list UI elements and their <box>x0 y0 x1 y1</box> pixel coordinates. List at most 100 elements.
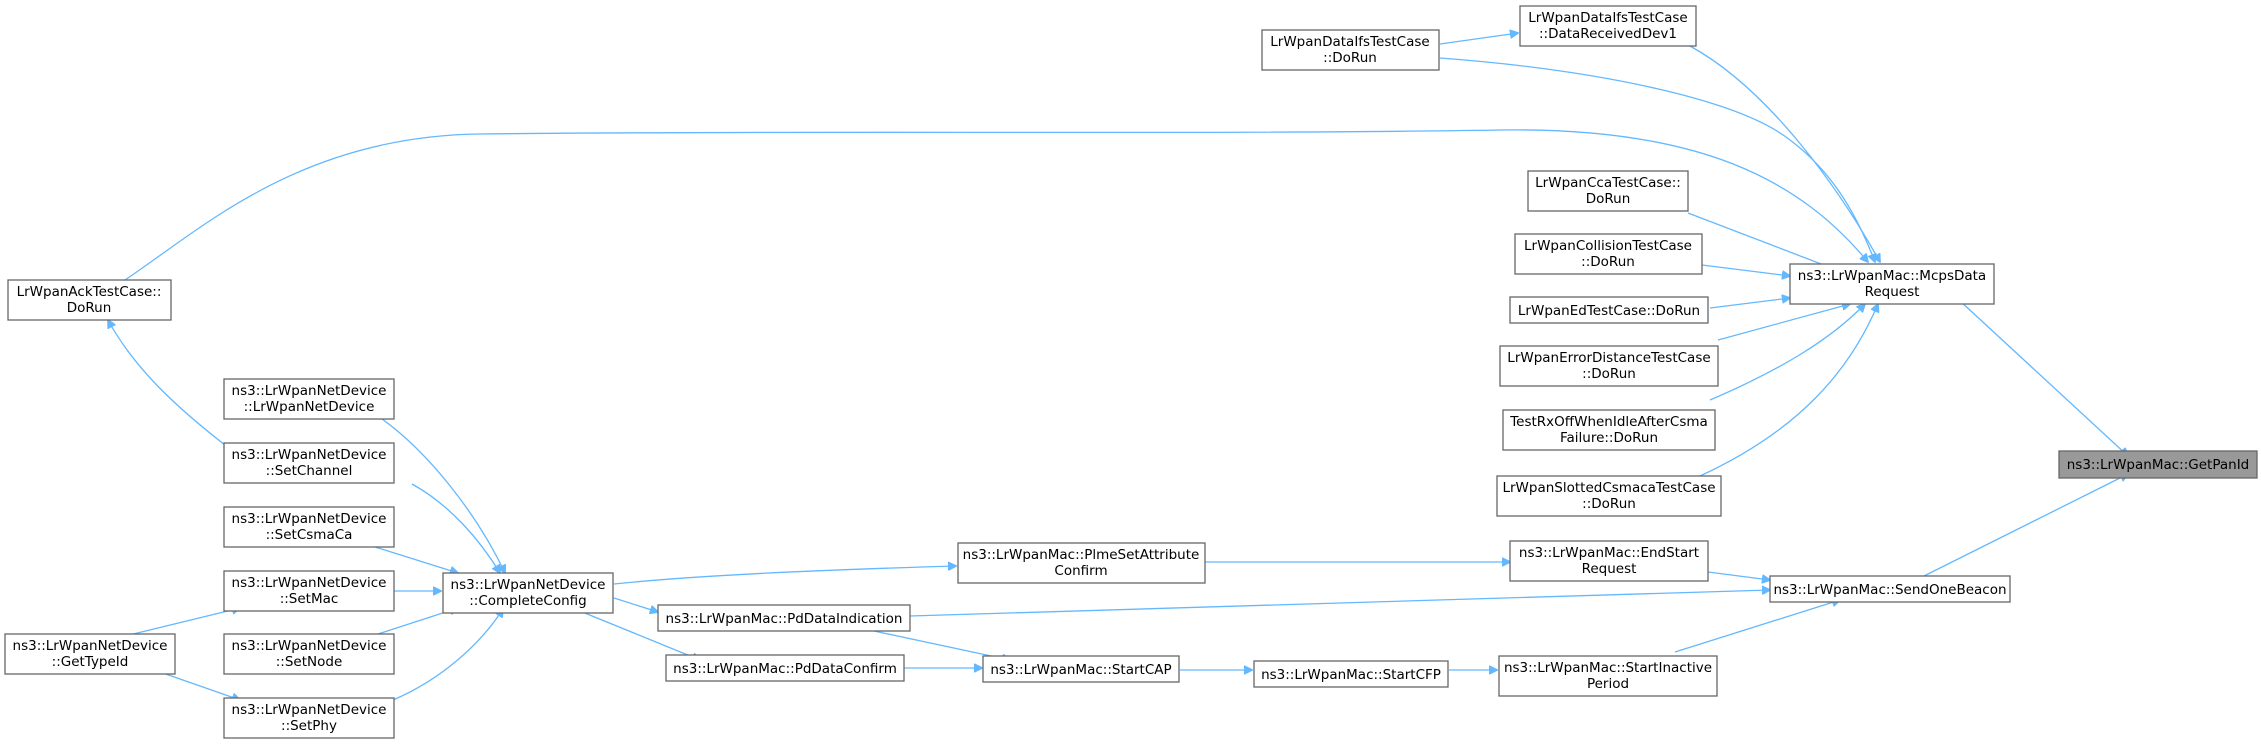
edge-errordistance-dorun-to-mcpsdatarequest <box>1717 304 1850 341</box>
node-setcsmaca-label-2: ::SetCsmaCa <box>266 527 353 543</box>
node-plmesetattr-label-2: Confirm <box>1054 563 1107 579</box>
node-setnode-label-1: ns3::LrWpanNetDevice <box>232 638 387 654</box>
node-completeconfig[interactable]: ns3::LrWpanNetDevice ::CompleteConfig <box>442 572 614 614</box>
node-gettypeid[interactable]: ns3::LrWpanNetDevice ::GetTypeId <box>4 633 176 675</box>
node-slotted-dorun-label-2: ::DoRun <box>1582 496 1636 512</box>
node-mcpsdatarequest-label-2: Request <box>1865 284 1920 300</box>
edge-gettypeid-to-setmac <box>124 608 240 637</box>
edge-dataifs-datareceived-to-mcpsdatarequest <box>1689 45 1880 262</box>
node-cca-dorun[interactable]: LrWpanCcaTestCase:: DoRun <box>1527 170 1689 212</box>
edges-layer <box>108 33 2128 700</box>
node-errordistance-dorun[interactable]: LrWpanErrorDistanceTestCase ::DoRun <box>1499 345 1719 387</box>
node-dataifs-datareceived[interactable]: LrWpanDataIfsTestCase ::DataReceivedDev1 <box>1519 5 1697 47</box>
node-slotted-dorun-label-1: LrWpanSlottedCsmacaTestCase <box>1502 480 1715 496</box>
edge-setchannel-to-completeconfig <box>411 483 500 573</box>
node-startcap-label-1: ns3::LrWpanMac::StartCAP <box>990 662 1171 678</box>
node-rxoff-dorun[interactable]: TestRxOffWhenIdleAfterCsma Failure::DoRu… <box>1502 409 1716 451</box>
node-dataifs-datareceived-label-1: LrWpanDataIfsTestCase <box>1528 10 1687 26</box>
node-netdevice-ctor-label-2: ::LrWpanNetDevice <box>244 399 375 415</box>
edge-collision-dorun-to-mcpsdatarequest <box>1701 264 1790 276</box>
node-completeconfig-label-1: ns3::LrWpanNetDevice <box>451 577 606 593</box>
node-pddataindication[interactable]: ns3::LrWpanMac::PdDataIndication <box>657 604 911 632</box>
node-ack-dorun[interactable]: LrWpanAckTestCase:: DoRun <box>7 279 172 321</box>
edge-ack-dorun-to-mcpsdatarequest <box>124 129 1868 281</box>
node-endstartrequest[interactable]: ns3::LrWpanMac::EndStart Request <box>1509 540 1709 582</box>
node-setphy-label-2: ::SetPhy <box>281 718 337 734</box>
node-setcsmaca[interactable]: ns3::LrWpanNetDevice ::SetCsmaCa <box>223 506 395 548</box>
node-plmesetattr-label-1: ns3::LrWpanMac::PlmeSetAttribute <box>963 547 1200 563</box>
edge-completeconfig-to-pddataindication <box>613 597 658 612</box>
edge-startinactive-to-sendonebeacon <box>1674 600 1840 653</box>
node-cca-dorun-label-2: DoRun <box>1586 191 1631 207</box>
node-plmesetattr[interactable]: ns3::LrWpanMac::PlmeSetAttribute Confirm <box>957 542 1206 584</box>
node-pddataindication-label-1: ns3::LrWpanMac::PdDataIndication <box>666 611 903 627</box>
edge-endstartrequest-to-sendonebeacon <box>1707 571 1770 580</box>
node-pddataconfirm[interactable]: ns3::LrWpanMac::PdDataConfirm <box>665 654 905 682</box>
node-slotted-dorun[interactable]: LrWpanSlottedCsmacaTestCase ::DoRun <box>1496 475 1722 517</box>
edge-setchannel-to-ack-dorun <box>108 320 226 446</box>
node-endstartrequest-label-1: ns3::LrWpanMac::EndStart <box>1519 545 1699 561</box>
node-dataifs-datareceived-label-2: ::DataReceivedDev1 <box>1539 26 1677 42</box>
node-ed-dorun-label-1: LrWpanEdTestCase::DoRun <box>1518 303 1700 319</box>
nodes-layer: ns3::LrWpanMac::GetPanId ns3::LrWpanMac:… <box>4 5 2258 739</box>
node-sendonebeacon[interactable]: ns3::LrWpanMac::SendOneBeacon <box>1769 575 2011 603</box>
node-setcsmaca-label-1: ns3::LrWpanNetDevice <box>232 511 387 527</box>
node-gettypeid-label-1: ns3::LrWpanNetDevice <box>13 638 168 654</box>
node-cca-dorun-label-1: LrWpanCcaTestCase:: <box>1535 175 1681 191</box>
node-netdevice-ctor[interactable]: ns3::LrWpanNetDevice ::LrWpanNetDevice <box>223 378 395 420</box>
edge-completeconfig-to-pddataconfirm <box>574 608 700 660</box>
node-errordistance-dorun-label-2: ::DoRun <box>1582 366 1636 382</box>
node-setmac-label-1: ns3::LrWpanNetDevice <box>232 575 387 591</box>
node-dataifs-dorun-label-1: LrWpanDataIfsTestCase <box>1270 34 1429 50</box>
node-completeconfig-label-2: ::CompleteConfig <box>469 593 586 609</box>
node-mcpsdatarequest-label-1: ns3::LrWpanMac::McpsData <box>1798 268 1986 284</box>
node-setmac-label-2: ::SetMac <box>280 591 339 607</box>
node-startinactive-label-2: Period <box>1587 676 1629 692</box>
edge-ed-dorun-to-mcpsdatarequest <box>1709 298 1790 309</box>
node-setnode[interactable]: ns3::LrWpanNetDevice ::SetNode <box>223 633 395 675</box>
node-collision-dorun-label-2: ::DoRun <box>1581 254 1635 270</box>
edge-rxoff-dorun-to-mcpsdatarequest <box>1709 304 1865 401</box>
node-setchannel-label-2: ::SetChannel <box>266 463 353 479</box>
node-pddataconfirm-label-1: ns3::LrWpanMac::PdDataConfirm <box>673 661 897 677</box>
node-setnode-label-2: ::SetNode <box>276 654 343 670</box>
node-startinactive-label-1: ns3::LrWpanMac::StartInactive <box>1504 660 1712 676</box>
node-getpanid[interactable]: ns3::LrWpanMac::GetPanId <box>2058 450 2258 479</box>
edge-gettypeid-to-setphy <box>159 671 240 700</box>
node-errordistance-dorun-label-1: LrWpanErrorDistanceTestCase <box>1507 350 1710 366</box>
node-startcfp[interactable]: ns3::LrWpanMac::StartCFP <box>1253 660 1449 688</box>
node-ed-dorun[interactable]: LrWpanEdTestCase::DoRun <box>1509 296 1709 324</box>
node-collision-dorun[interactable]: LrWpanCollisionTestCase ::DoRun <box>1514 233 1703 275</box>
node-ack-dorun-label-2: DoRun <box>67 300 112 316</box>
edge-dataifs-dorun-to-mcpsdatarequest <box>1439 57 1875 262</box>
node-setphy-label-1: ns3::LrWpanNetDevice <box>232 702 387 718</box>
node-endstartrequest-label-2: Request <box>1582 561 1637 577</box>
node-mcpsdatarequest[interactable]: ns3::LrWpanMac::McpsData Request <box>1789 263 1995 305</box>
edge-pddataindication-to-startcap <box>859 627 1010 660</box>
edge-slotted-dorun-to-mcpsdatarequest <box>1699 304 1878 477</box>
node-setmac[interactable]: ns3::LrWpanNetDevice ::SetMac <box>223 570 395 612</box>
edge-sendonebeacon-to-getpanid <box>1919 474 2128 579</box>
node-setchannel[interactable]: ns3::LrWpanNetDevice ::SetChannel <box>223 442 395 484</box>
edge-pddataindication-to-sendonebeacon <box>909 590 1770 617</box>
node-dataifs-dorun[interactable]: LrWpanDataIfsTestCase ::DoRun <box>1261 29 1440 71</box>
node-rxoff-dorun-label-1: TestRxOffWhenIdleAfterCsma <box>1509 414 1708 430</box>
edge-completeconfig-to-plmesetattr <box>613 566 956 585</box>
edge-cca-dorun-to-mcpsdatarequest <box>1687 212 1842 272</box>
edge-setcsmaca-to-completeconfig <box>371 545 458 573</box>
edge-dataifs-dorun-to-dataifs-datareceived <box>1439 33 1518 45</box>
node-netdevice-ctor-label-1: ns3::LrWpanNetDevice <box>232 383 387 399</box>
node-startcfp-label-1: ns3::LrWpanMac::StartCFP <box>1261 667 1441 683</box>
node-gettypeid-label-2: ::GetTypeId <box>52 654 129 670</box>
edge-netdevice-ctor-to-completeconfig <box>371 411 505 573</box>
node-getpanid-label-1: ns3::LrWpanMac::GetPanId <box>2067 457 2250 473</box>
node-sendonebeacon-label-1: ns3::LrWpanMac::SendOneBeacon <box>1773 582 2006 598</box>
node-setchannel-label-1: ns3::LrWpanNetDevice <box>232 447 387 463</box>
node-setphy[interactable]: ns3::LrWpanNetDevice ::SetPhy <box>223 697 395 739</box>
node-dataifs-dorun-label-2: ::DoRun <box>1323 50 1377 66</box>
node-collision-dorun-label-1: LrWpanCollisionTestCase <box>1524 238 1692 254</box>
node-startinactive[interactable]: ns3::LrWpanMac::StartInactive Period <box>1498 655 1718 697</box>
edge-setphy-to-completeconfig <box>392 609 503 701</box>
node-startcap[interactable]: ns3::LrWpanMac::StartCAP <box>982 655 1180 683</box>
